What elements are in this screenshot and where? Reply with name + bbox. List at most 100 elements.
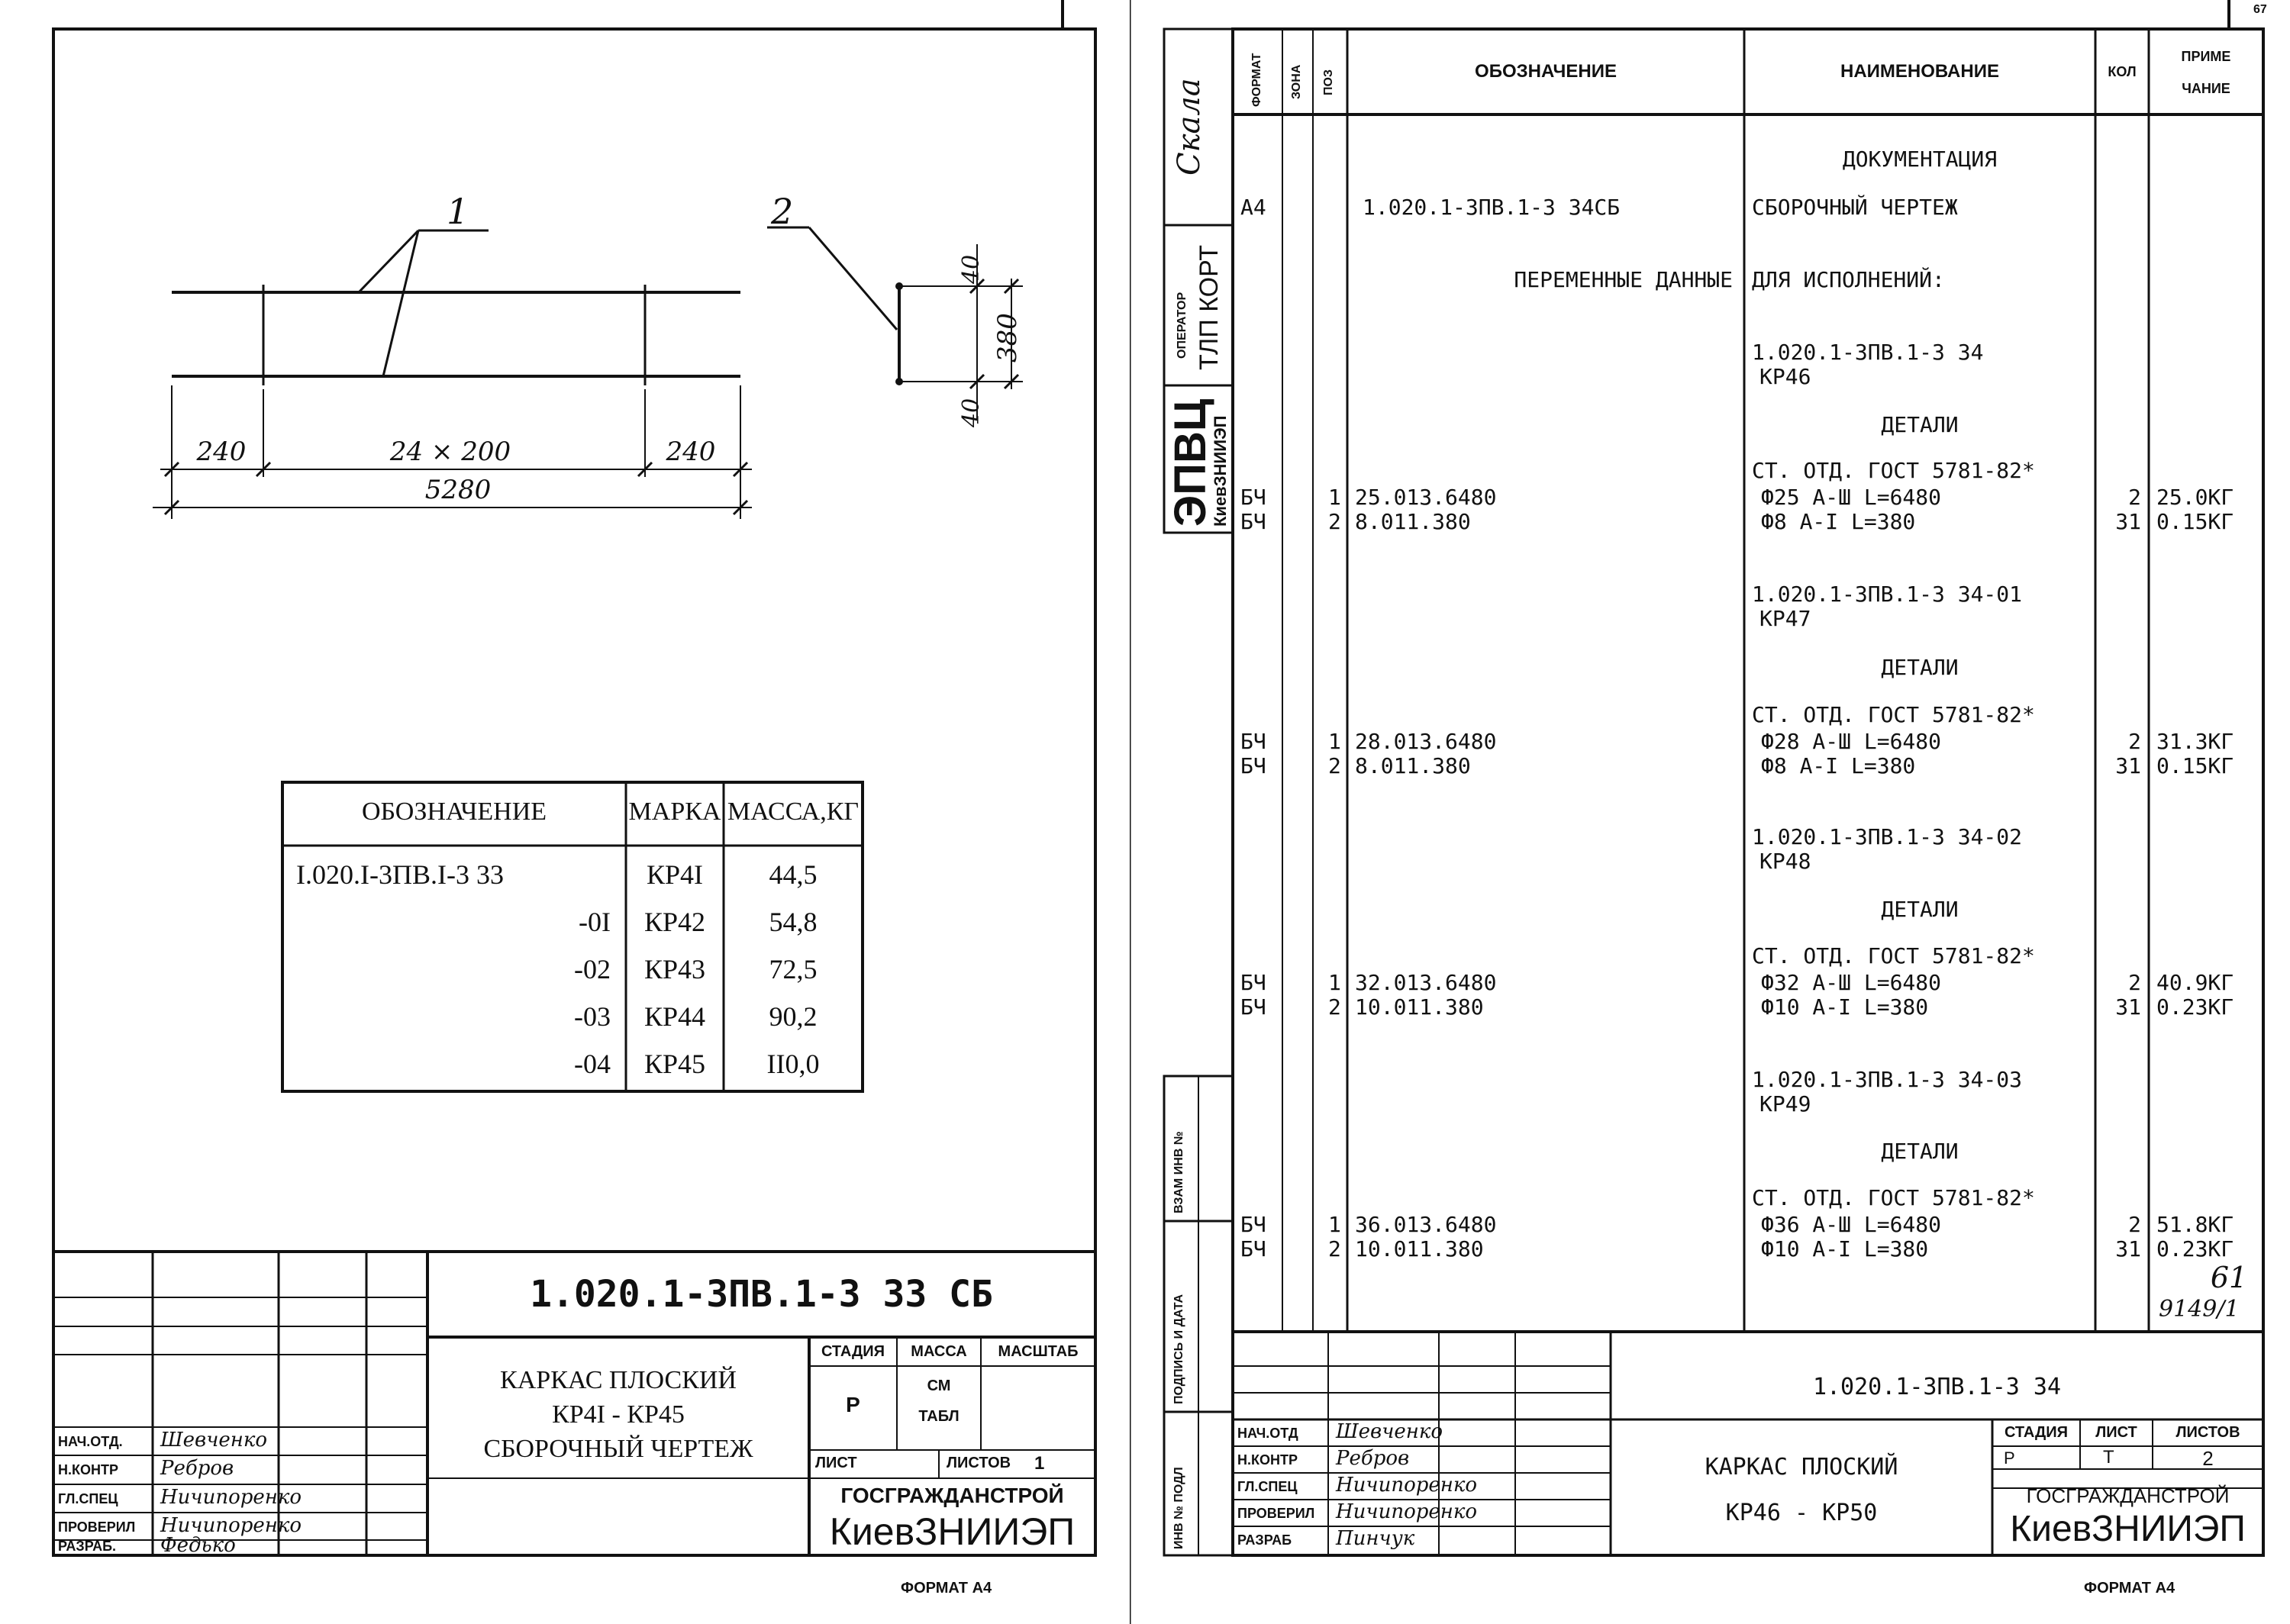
org-institute: КиевЗНИИЭП bbox=[2010, 1509, 2246, 1549]
stage-value: Р bbox=[846, 1393, 860, 1416]
org-name: ГОСГРАЖДАНСТРОЙ bbox=[840, 1484, 1064, 1507]
mass-value-2: ТАБЛ bbox=[918, 1408, 960, 1425]
spec-table-row: -03 КР44 90,2 bbox=[574, 1001, 818, 1032]
doc-code: 1.020.1-3ПВ.1-3 34 bbox=[1812, 1374, 2062, 1400]
mass-value-1: СМ bbox=[927, 1378, 951, 1394]
header-designation: ОБОЗНАЧЕНИЕ bbox=[1475, 61, 1617, 82]
left-sheet-frame bbox=[52, 0, 1097, 1557]
right-sheet-frame bbox=[1130, 0, 2265, 1624]
spec-row: 1.020.1-3ПВ.1-3 34-02 КР48 bbox=[1752, 824, 2023, 874]
spec-row: 1.020.1-3ПВ.1-3 34 КР46 bbox=[1752, 340, 1984, 389]
callout-1: 1 bbox=[447, 191, 469, 232]
side-epvc-sub: КиевЗНИИЭП bbox=[1211, 415, 1230, 527]
side-scale-word: Скала bbox=[1172, 78, 1207, 176]
signature-row: НАЧ.ОТД Шевченко bbox=[1237, 1420, 1443, 1443]
spec-table-row: -02 КР43 72,5 bbox=[574, 954, 818, 984]
stage-label: СТАДИЯ bbox=[2004, 1424, 2069, 1441]
spec-row: 1.020.1-3ПВ.1-3 34-03 КР49 bbox=[1752, 1067, 2023, 1116]
dim-top: 40 bbox=[958, 254, 985, 284]
spec-section-header: ДЕТАЛИ bbox=[1881, 897, 1959, 922]
side-operator-label: ОПЕРАТОР bbox=[1176, 292, 1189, 359]
spec-table-row: I.020.I-3ПВ.I-3 33 КР4I 44,5 bbox=[296, 859, 818, 890]
signature-row: РАЗРАБ. Федько bbox=[58, 1534, 236, 1557]
spec-header-designation: ОБОЗНАЧЕНИЕ bbox=[361, 798, 547, 826]
side-epvc: ЭПВЦ bbox=[1166, 398, 1215, 527]
header-note-2: ЧАНИЕ bbox=[2182, 81, 2230, 96]
spec-row: БЧ 2 10.011.380 Ф10 А-I L=380 31 0.23КГ bbox=[1240, 1236, 2234, 1262]
handwritten-note: 9149/1 bbox=[2159, 1296, 2240, 1323]
signature-row: ПРОВЕРИЛ Ничипоренко bbox=[1237, 1500, 1478, 1523]
side-podpis-label: ПОДПИСЬ И ДАТА bbox=[1172, 1294, 1185, 1404]
format-label: ФОРМАТ А4 bbox=[901, 1580, 992, 1597]
doc-title-1: КАРКАС ПЛОСКИЙ bbox=[500, 1366, 737, 1394]
signature-row: РАЗРАБ Пинчук bbox=[1237, 1527, 1415, 1550]
spec-header-mark: МАРКА bbox=[628, 798, 721, 826]
scale-label: МАСШТАБ bbox=[998, 1343, 1079, 1360]
dim-middle: 24 × 200 bbox=[389, 437, 511, 467]
mass-label: МАССА bbox=[911, 1343, 967, 1360]
signature-row: Н.КОНТР Ребров bbox=[1237, 1447, 1410, 1470]
spec-section-header: ДОКУМЕНТАЦИЯ bbox=[1842, 147, 1998, 172]
spec-section-header: ДЕТАЛИ bbox=[1881, 412, 1959, 437]
side-inv-label: ИНВ № ПОДЛ bbox=[1172, 1467, 1185, 1549]
sheet-value: Т bbox=[2103, 1447, 2114, 1468]
format-label: ФОРМАТ А4 bbox=[2084, 1580, 2176, 1597]
left-sheet: 1 2 240 24 × 200 240 5280 40 380 40 ОБОЗ… bbox=[0, 0, 1130, 1624]
spec-row: БЧ 1 36.013.6480 Ф36 А-Ш L=6480 2 51.8КГ bbox=[1240, 1212, 2234, 1237]
header-pos: ПОЗ bbox=[1322, 69, 1335, 95]
sheet-label: ЛИСТ bbox=[815, 1455, 857, 1471]
org-institute: КиевЗНИИЭП bbox=[829, 1510, 1076, 1553]
doc-title-2: КР46 - КР50 bbox=[1725, 1500, 1878, 1526]
handwritten-note: 61 bbox=[2210, 1261, 2248, 1294]
signature-row: ПРОВЕРИЛ Ничипоренко bbox=[58, 1514, 302, 1537]
header-qty: КОЛ bbox=[2108, 64, 2137, 79]
org-name: ГОСГРАЖДАНСТРОЙ bbox=[2026, 1484, 2230, 1507]
spec-table-row: -04 КР45 II0,0 bbox=[574, 1049, 820, 1079]
header-format: ФОРМАТ bbox=[1250, 53, 1263, 107]
spec-row: СТ. ОТД. ГОСТ 5781-82* bbox=[1752, 943, 2035, 968]
right-sheet: Скала ОПЕРАТОР ТЛП КОРТ ЭПВЦ КиевЗНИИЭП … bbox=[1130, 0, 2290, 1624]
header-zone: ЗОНА bbox=[1290, 64, 1303, 99]
doc-title-1: КАРКАС ПЛОСКИЙ bbox=[1705, 1454, 1898, 1481]
signature-row: ГЛ.СПЕЦ Ничипоренко bbox=[1237, 1474, 1478, 1497]
callout-2: 2 bbox=[771, 191, 794, 232]
dim-total: 5280 bbox=[424, 475, 492, 505]
spec-row: СТ. ОТД. ГОСТ 5781-82* bbox=[1752, 458, 2035, 483]
spec-header-mass: МАССА,КГ bbox=[727, 798, 860, 826]
sheets-value: 2 bbox=[2202, 1447, 2214, 1470]
spec-row: БЧ 1 28.013.6480 Ф28 А-Ш L=6480 2 31.3КГ bbox=[1240, 729, 2234, 754]
dim-right: 240 bbox=[666, 437, 716, 467]
stage-value: Р bbox=[2004, 1448, 2015, 1468]
stage-label: СТАДИЯ bbox=[821, 1343, 885, 1360]
spec-row: 1.020.1-3ПВ.1-3 34-01 КР47 bbox=[1752, 582, 2023, 631]
corner-mark: 67 bbox=[2253, 3, 2267, 16]
spec-row: БЧ 2 8.011.380 Ф8 А-I L=380 31 0.15КГ bbox=[1240, 509, 2234, 534]
spec-row: ПЕРЕМЕННЫЕ ДАННЫЕ ДЛЯ ИСПОЛНЕНИЙ: bbox=[1514, 267, 1945, 292]
signature-row: Н.КОНТР Ребров bbox=[58, 1457, 234, 1480]
header-note-1: ПРИМЕ bbox=[2181, 49, 2231, 64]
sheet-label: ЛИСТ bbox=[2095, 1424, 2137, 1441]
sheets-value: 1 bbox=[1034, 1453, 1045, 1474]
spec-row: БЧ 1 32.013.6480 Ф32 А-Ш L=6480 2 40.9КГ bbox=[1240, 970, 2234, 995]
header-name: НАИМЕНОВАНИЕ bbox=[1840, 61, 1999, 82]
spec-table-row: -0I КР42 54,8 bbox=[579, 907, 818, 937]
dim-left: 240 bbox=[196, 437, 247, 467]
side-vzam-label: ВЗАМ ИНВ № bbox=[1172, 1131, 1185, 1213]
spec-section-header: ДЕТАЛИ bbox=[1881, 655, 1959, 680]
spec-row: СТ. ОТД. ГОСТ 5781-82* bbox=[1752, 702, 2035, 727]
spec-row: БЧ 1 25.013.6480 Ф25 А-Ш L=6480 2 25.0КГ bbox=[1240, 485, 2234, 510]
dim-bottom: 40 bbox=[958, 398, 985, 427]
doc-title-2: КР4I - КР45 bbox=[552, 1400, 685, 1429]
spec-row: А4 1.020.1-3ПВ.1-3 34СБ СБОРОЧНЫЙ ЧЕРТЕЖ bbox=[1240, 195, 1958, 220]
spec-section-header: ДЕТАЛИ bbox=[1881, 1139, 1959, 1164]
spec-row: СТ. ОТД. ГОСТ 5781-82* bbox=[1752, 1185, 2035, 1210]
side-operator-value: ТЛП КОРТ bbox=[1195, 244, 1224, 370]
sheets-label: ЛИСТОВ bbox=[947, 1455, 1011, 1471]
spec-row: БЧ 2 8.011.380 Ф8 А-I L=380 31 0.15КГ bbox=[1240, 753, 2234, 778]
doc-code: 1.020.1-3ПВ.1-3 33 СБ bbox=[530, 1273, 993, 1316]
sheets-label: ЛИСТОВ bbox=[2176, 1424, 2240, 1441]
signature-row: НАЧ.ОТД. Шевченко bbox=[58, 1429, 268, 1452]
spec-row: БЧ 2 10.011.380 Ф10 А-I L=380 31 0.23КГ bbox=[1240, 994, 2234, 1020]
signature-row: ГЛ.СПЕЦ Ничипоренко bbox=[58, 1486, 302, 1509]
dim-height: 380 bbox=[992, 313, 1023, 362]
